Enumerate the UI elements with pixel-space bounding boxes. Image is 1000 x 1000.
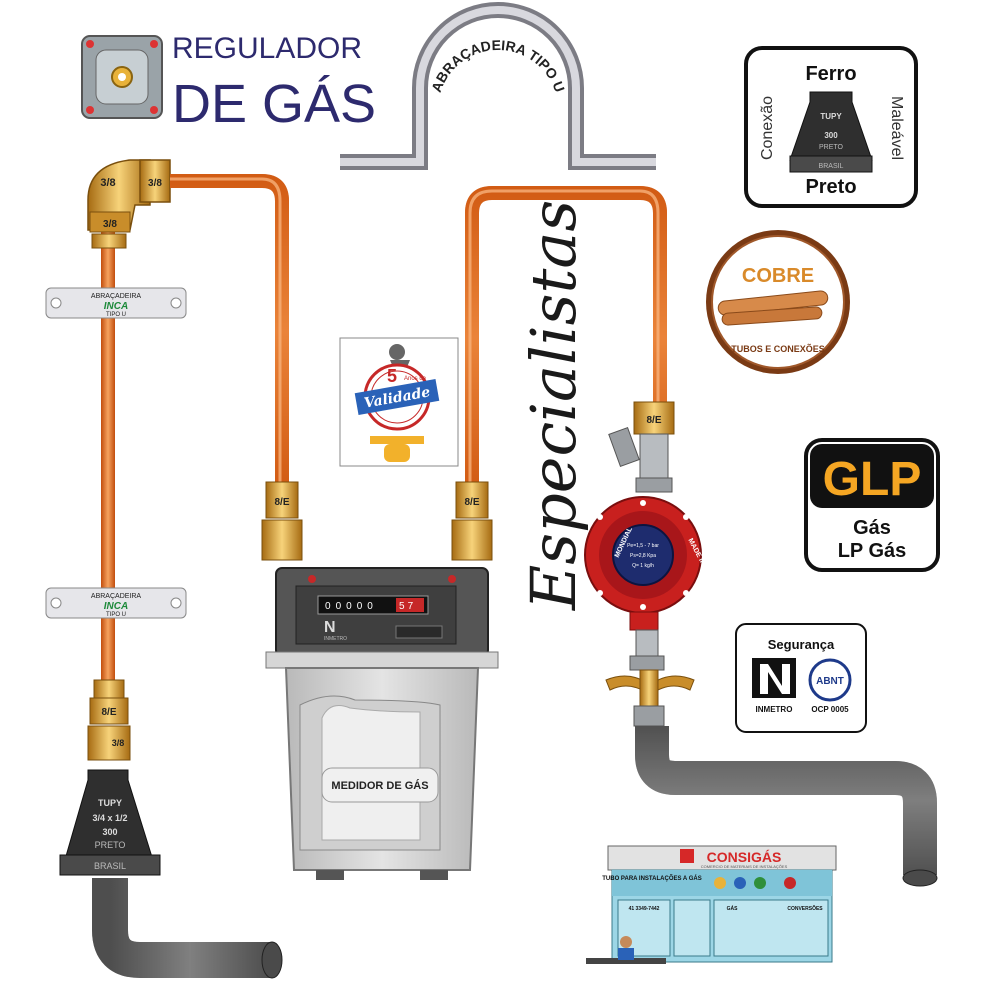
tupy-code: 300 xyxy=(102,827,117,837)
script-title: Especialistas xyxy=(517,200,590,611)
svg-text:ABRAÇADEIRA TIPO U: ABRAÇADEIRA TIPO U xyxy=(428,37,568,94)
left-copper-pipe xyxy=(101,230,115,690)
glp-badge: GLP Gás LP Gás xyxy=(804,438,940,572)
ferro-left: Conexão xyxy=(759,96,776,160)
meter-counter-digits: 00000 xyxy=(325,601,378,612)
meter-right-fitting: 8/E xyxy=(451,481,493,561)
pipe-clamp-2: ABRAÇADEIRA INCA TIPO U xyxy=(45,587,187,619)
store-section1: GÁS xyxy=(727,905,739,912)
meter-right-nut-label: 8/E xyxy=(464,497,479,508)
regulator-spec2: Ps=2,8 Kpa xyxy=(630,553,656,559)
meter-maker: INMETRO xyxy=(324,636,347,642)
valve-fitting: 8/E xyxy=(608,401,675,493)
clamp-1-line1: ABRAÇADEIRA xyxy=(91,293,142,300)
seguranca-badge: Segurança INMETRO ABNT OCP 0005 xyxy=(735,623,867,733)
ferro-brand: TUPY xyxy=(820,112,842,121)
u-clamp-top: ABRAÇADEIRA TIPO U xyxy=(340,2,656,170)
pipe-clamp-1: ABRAÇADEIRA INCA TIPO U xyxy=(45,287,187,319)
steel-pipe-lower-left xyxy=(92,878,270,978)
ferro-top: Ferro xyxy=(805,63,856,85)
brass-elbow-fitting: 3/8 3/8 3/8 xyxy=(87,159,171,249)
store-tagline: COMERCIO DE MATERIAIS DE INSTALAÇÕES xyxy=(701,864,788,869)
validity-years-text: Anos de xyxy=(404,376,427,382)
regulator-title-line1: REGULADOR xyxy=(172,32,362,65)
copper-pipe-to-meter xyxy=(170,174,289,482)
ocp-label: OCP 0005 xyxy=(811,705,849,714)
tupy-size: 3/4 x 1/2 xyxy=(92,813,127,823)
regulator-spec1: Pe=1,5 - 7 bar xyxy=(627,543,659,549)
copper-pipe-to-regulator xyxy=(465,186,667,482)
store-sign-1: TUBO PARA INSTALAÇÕES A GÁS xyxy=(602,875,701,882)
consigas-store: CONSIGÁS COMERCIO DE MATERIAIS DE INSTAL… xyxy=(586,845,837,964)
left-lower-nut-label: 8/E xyxy=(101,707,116,718)
gas-meter: 00000 57 N INMETRO MEDIDOR DE GÁS xyxy=(265,567,499,880)
cobre-title: COBRE xyxy=(742,265,814,287)
meter-logo: N xyxy=(324,619,336,636)
ferro-right: Maleável xyxy=(888,96,905,160)
left-lower-fittings: 8/E 3/8 xyxy=(87,679,131,761)
meter-left-fitting: 8/E xyxy=(261,481,303,561)
gas-regulator: MONDIAL MADE IN ITALY Pe=1,5 - 7 bar Ps=… xyxy=(584,496,717,631)
store-section2: CONVERSÕES xyxy=(787,905,823,912)
validity-card: 5 Anos de Validade xyxy=(339,337,459,467)
regulator-icon xyxy=(81,35,163,119)
u-clamp-label: ABRAÇADEIRA TIPO U xyxy=(428,37,568,94)
regulator-spec3: Q= 1 kg/h xyxy=(632,563,654,569)
elbow-top-label: 3/8 xyxy=(100,177,115,189)
tupy-brand: TUPY xyxy=(98,798,122,808)
inmetro-label: INMETRO xyxy=(756,705,793,714)
valve-nut-label: 8/E xyxy=(646,415,661,426)
ferro-finish: PRETO xyxy=(819,144,844,151)
glp-title: GLP xyxy=(823,453,922,506)
clamp-1-line2: TIPO U xyxy=(106,312,126,318)
cobre-badge: COBRE TUBOS E CONEXÕES xyxy=(706,230,850,374)
tupy-country: BRASIL xyxy=(94,861,126,871)
tupy-reducer: TUPY 3/4 x 1/2 300 PRETO BRASIL xyxy=(59,769,161,876)
regulator-outlet xyxy=(605,629,695,727)
meter-label: MEDIDOR DE GÁS xyxy=(331,779,428,792)
regulator-title-line2: DE GÁS xyxy=(172,74,376,134)
ferro-code: 300 xyxy=(824,131,838,140)
steel-pipe-right xyxy=(635,726,937,875)
tupy-finish: PRETO xyxy=(95,840,126,850)
meter-left-nut-label: 8/E xyxy=(274,497,289,508)
elbow-bottom-label: 3/8 xyxy=(103,219,117,230)
ferro-bottom: Preto xyxy=(805,176,856,198)
ferro-country: BRASIL xyxy=(819,163,844,170)
clamp-2-line1: ABRAÇADEIRA xyxy=(91,593,142,600)
ferro-badge: Ferro Preto Conexão Maleável TUPY 300 PR… xyxy=(744,46,918,208)
seguranca-title: Segurança xyxy=(768,637,835,652)
meter-counter-red-digits: 57 xyxy=(399,601,416,612)
glp-line2: LP Gás xyxy=(838,540,907,562)
glp-line1: Gás xyxy=(853,517,891,539)
clamp-2-brand: INCA xyxy=(104,601,128,612)
clamp-1-brand: INCA xyxy=(104,301,128,312)
elbow-side-label: 3/8 xyxy=(148,178,162,189)
abnt-label: ABNT xyxy=(816,676,844,687)
store-phone: 41 3349-7442 xyxy=(629,906,660,912)
store-name: CONSIGÁS xyxy=(707,849,782,865)
validity-years: 5 xyxy=(387,366,397,386)
cobre-subtitle: TUBOS E CONEXÕES xyxy=(731,344,825,354)
clamp-2-line2: TIPO U xyxy=(106,612,126,618)
left-lower-adapter-label: 3/8 xyxy=(112,738,125,748)
